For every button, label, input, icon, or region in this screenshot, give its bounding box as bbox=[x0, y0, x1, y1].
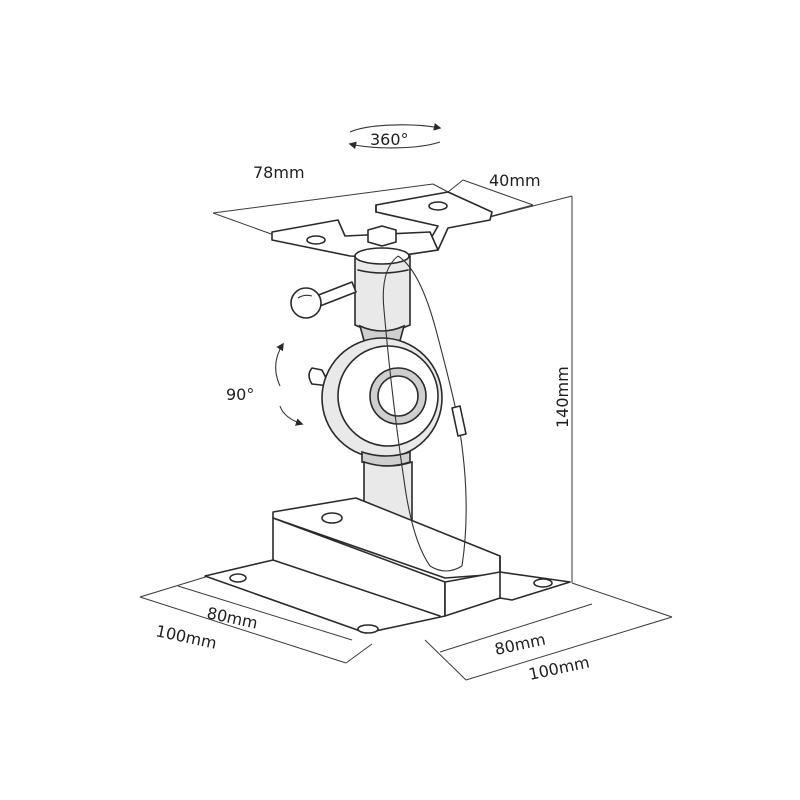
tilt-90-indicator: 90° bbox=[226, 342, 304, 426]
ball-joint bbox=[308, 337, 443, 459]
safety-cable bbox=[382, 255, 467, 572]
top-bolt bbox=[367, 225, 397, 247]
top-mounting-plate bbox=[271, 191, 493, 259]
top-hole-right bbox=[428, 201, 448, 211]
tilt-90-label: 90° bbox=[226, 385, 254, 404]
label-right-80mm: 80mm bbox=[493, 630, 547, 659]
base-hole-left bbox=[229, 573, 247, 583]
dim-right-100-line bbox=[465, 616, 673, 681]
top-hole-left bbox=[306, 235, 326, 245]
dim-78-line bbox=[212, 183, 434, 214]
knob-ball bbox=[290, 287, 322, 319]
base-hole-front bbox=[357, 624, 379, 634]
base-hole-back bbox=[321, 512, 343, 524]
label-right-100mm: 100mm bbox=[527, 652, 591, 683]
label-140mm: 140mm bbox=[553, 366, 572, 428]
label-40mm: 40mm bbox=[489, 171, 541, 190]
dim-40-line bbox=[462, 179, 534, 206]
rotation-360-label: 360° bbox=[370, 130, 409, 149]
base-mounting-plate bbox=[204, 497, 571, 634]
label-78mm: 78mm bbox=[253, 163, 305, 182]
locking-knob bbox=[290, 281, 357, 319]
label-left-100mm: 100mm bbox=[154, 621, 218, 652]
dim-left-80-line bbox=[177, 585, 353, 641]
cable-clamp bbox=[451, 405, 467, 437]
rotation-360-indicator: 360° bbox=[348, 123, 442, 150]
label-left-80mm: 80mm bbox=[205, 603, 259, 632]
base-hole-right bbox=[533, 578, 553, 588]
dim-right-80-line bbox=[439, 603, 593, 653]
upper-stem bbox=[354, 247, 411, 352]
dim-left-100-line bbox=[139, 596, 347, 664]
dimension-lines bbox=[139, 179, 673, 681]
